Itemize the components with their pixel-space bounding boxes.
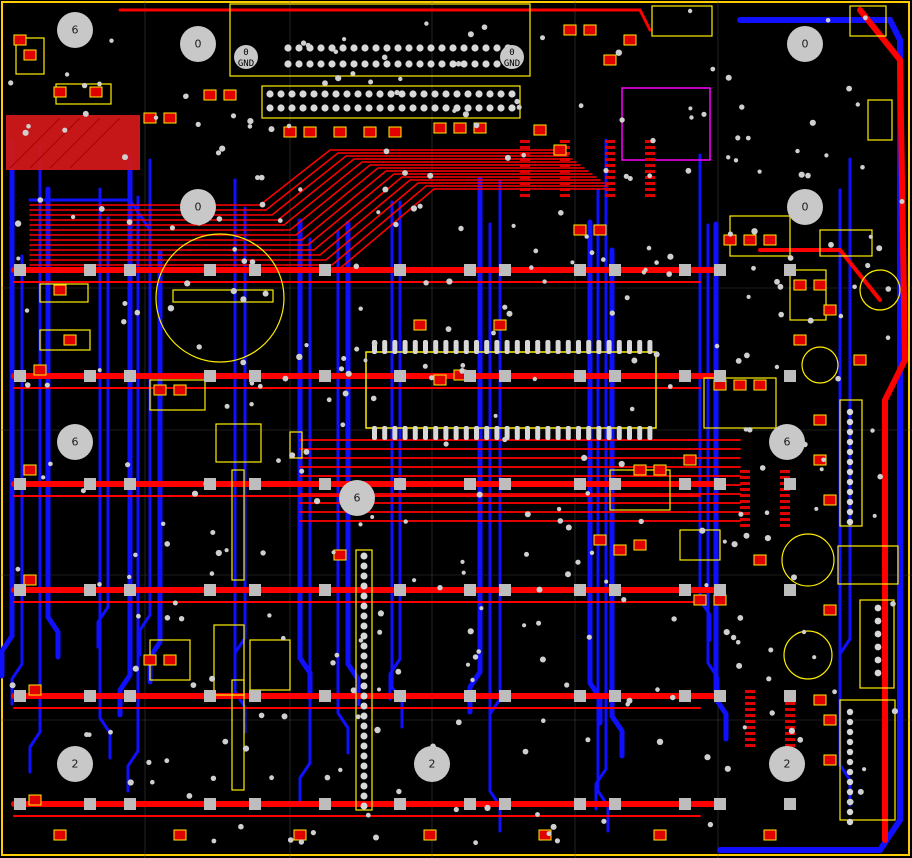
gnd-hole-sub-label: GND [238,59,254,69]
vias [8,8,905,846]
mounting-hole: 0 [787,26,823,62]
gnd-hole-sub-label: GND [504,59,520,69]
mounting-hole-label: 2 [784,758,791,771]
mounting-hole-label: 0 [802,201,809,214]
crystal-outline-4 [859,269,901,311]
mounting-hole: 6 [769,424,805,460]
header-pins [266,44,882,826]
mounting-hole-label: 0 [195,201,202,214]
mounting-hole: 0 [180,26,216,62]
mounting-hole: 2 [57,746,93,782]
ic-footprint-main [365,351,657,429]
copper-pour-top-left [6,115,140,170]
connector-header-top [229,3,531,119]
crystal-outline-1 [801,346,839,384]
mounting-hole-label: 6 [784,436,791,449]
mounting-hole: 2 [414,746,450,782]
gnd-hole-label: 0 [243,48,248,58]
mounting-hole: 2 [769,746,805,782]
battery-holder-outline [155,233,285,363]
smd-pads [13,24,867,841]
mounting-hole-label: 0 [195,38,202,51]
crystal-outline-2 [781,533,835,587]
mounting-hole-label: 6 [72,24,79,37]
copper-pour-hatch [9,117,121,169]
crystal-outline-3 [783,630,833,680]
mounting-hole: 0 [787,189,823,225]
gnd-hole-label: 0 [509,48,514,58]
mounting-hole-label: 6 [354,492,361,505]
mounting-hole: 0 [180,189,216,225]
mounting-hole-label: 0 [802,38,809,51]
mounting-hole-label: 6 [72,436,79,449]
keepout-region [621,87,711,161]
bottom-copper-traces [0,17,903,853]
connector-header-vertical [355,549,373,811]
mounting-hole: 6 [57,424,93,460]
mounting-hole: 6 [339,480,375,516]
through-hole-pads [14,264,796,810]
mounting-hole: 6 [57,12,93,48]
mounting-hole-label: 2 [429,758,436,771]
battery-holder-pad [172,289,274,303]
mounting-hole-label: 2 [72,758,79,771]
